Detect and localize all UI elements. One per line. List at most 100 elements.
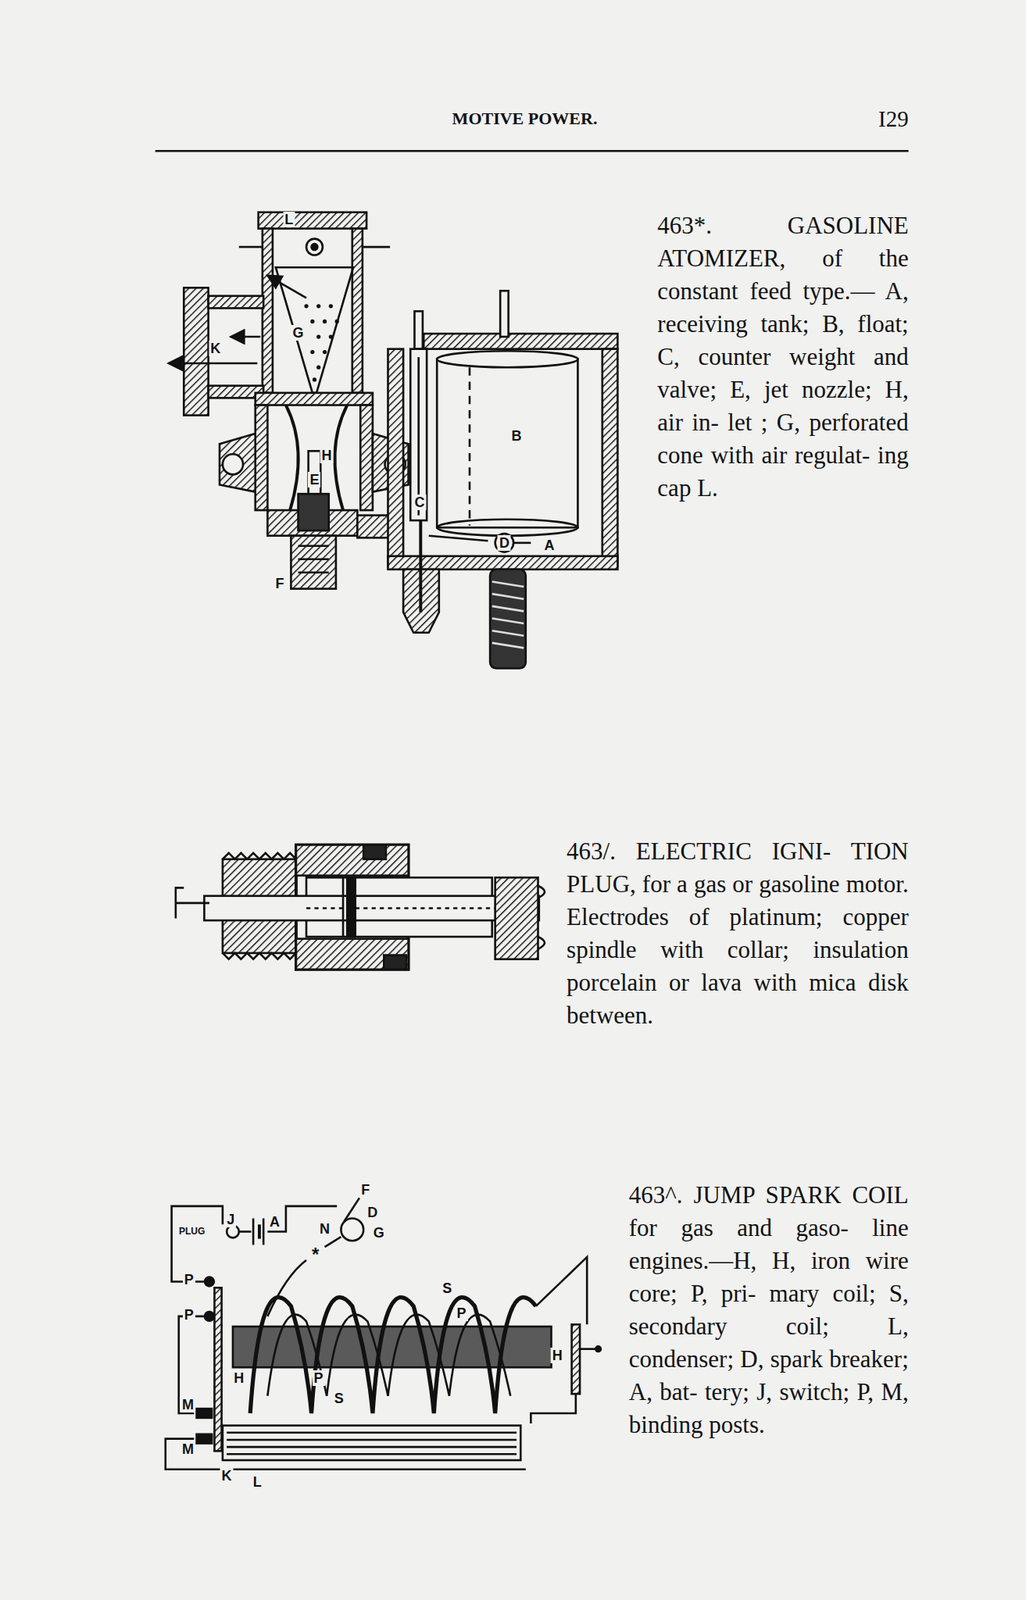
jump-spark-coil-drawing-part (203, 1276, 215, 1287)
part-letter: J (225, 1211, 236, 1228)
atomizer-drawing-part (303, 303, 339, 382)
atomizer-drawing-part (311, 243, 319, 251)
jump-spark-coil-drawing-part (222, 1426, 521, 1461)
atomizer-drawing-part (468, 367, 472, 526)
part-letter: N (318, 1221, 332, 1237)
atomizer-drawing-part (423, 333, 618, 350)
atomizer-drawing-part (255, 393, 373, 406)
jump-spark-coil-drawing-part (257, 1224, 261, 1239)
atomizer-drawing-part-part (328, 303, 333, 308)
atomizer-drawing-part (357, 515, 390, 539)
spark-gap-mark: * (310, 1246, 321, 1264)
atomizer-drawing-part (267, 275, 307, 299)
part-letter: F (273, 575, 286, 592)
part-letter: A (268, 1214, 282, 1230)
ignition-plug-drawing-part (203, 896, 539, 921)
part-letter: P (312, 1370, 326, 1387)
atomizer-drawing-part-part (322, 319, 327, 324)
atomizer-drawing-part (417, 357, 420, 515)
part-letter: H (320, 447, 334, 464)
ignition-plug-drawing-part (306, 907, 496, 910)
jump-spark-coil-drawing-part (171, 1206, 223, 1283)
figure-caption: 463/. ELECTRIC IGNI- TION PLUG, for a ga… (566, 835, 909, 1033)
ignition-plug-drawing-part (383, 955, 407, 970)
atomizer-drawing-part-part (316, 334, 321, 339)
atomizer-drawing-part (306, 239, 323, 256)
jump-spark-coil-drawing-part (267, 1260, 307, 1317)
atomizer-drawing-part (500, 290, 508, 337)
part-letter: M (180, 1397, 196, 1413)
part-letter: L (282, 211, 295, 228)
atomizer-drawing-part (495, 533, 515, 553)
jump-spark-coil-drawing-part (536, 1257, 587, 1325)
atomizer-drawing-part (298, 557, 329, 561)
page-number: I29 (878, 105, 909, 132)
atomizer-drawing-part (489, 569, 526, 669)
ignition-plug-drawing-part (363, 844, 387, 859)
jump-spark-coil-drawing-part (196, 1408, 213, 1419)
part-letter: E (307, 471, 321, 488)
jump-spark-coil-drawing-part (214, 1287, 222, 1452)
jump-spark-coil-drawing-part (250, 1297, 537, 1414)
part-letter: G (290, 325, 305, 341)
atomizer-drawing-part-part (328, 334, 333, 339)
part-letter: G (371, 1225, 387, 1241)
atomizer-drawing-part (208, 296, 265, 309)
part-letter: S (440, 1280, 454, 1297)
atomizer-drawing-part-part (303, 303, 308, 308)
jump-spark-coil-drawing-part (595, 1346, 602, 1353)
atomizer-drawing-part (428, 536, 489, 542)
jump-spark-coil-drawing-part (530, 1394, 576, 1424)
ignition-plug-drawing-part (222, 953, 297, 960)
jump-spark-coil-drawing-part (262, 1219, 265, 1246)
part-letter: H (550, 1347, 565, 1364)
atomizer-drawing-part (168, 362, 258, 365)
atomizer-drawing-part (298, 544, 329, 547)
part-letter: M (180, 1441, 196, 1458)
atomizer-drawing-part (222, 454, 244, 475)
header-rule-part (155, 150, 909, 153)
jump-spark-coil-drawing-part (252, 1219, 255, 1246)
ignition-plug-drawing-part (296, 844, 409, 876)
terminal-label: PLUG (177, 1226, 207, 1237)
atomizer-drawing-part (436, 350, 578, 368)
atomizer-drawing-part (492, 581, 524, 648)
atomizer-drawing-part (602, 349, 619, 567)
part-letter: P (182, 1272, 196, 1288)
jump-spark-coil-drawing-part (196, 1433, 213, 1445)
jump-spark-coil-drawing-part (267, 1315, 511, 1397)
atomizer-drawing-part-part (316, 365, 321, 370)
atomizer-drawing-part-part (322, 350, 327, 354)
running-head: MOTIVE POWER. (452, 108, 598, 129)
part-letter: A (542, 537, 556, 554)
jump-spark-coil-drawing-part (571, 1324, 580, 1395)
jump-spark-coil-drawing-part (165, 1439, 526, 1470)
jump-spark-coil-drawing-part (226, 1453, 517, 1456)
atomizer-drawing-part (388, 349, 404, 567)
part-letter: H (232, 1370, 246, 1387)
atomizer-drawing-part (418, 520, 422, 613)
part-letter: P (455, 1305, 469, 1322)
ignition-plug-drawing-part (175, 887, 210, 919)
ignition-plug-drawing-part (538, 886, 545, 950)
part-letter: C (412, 494, 426, 511)
atomizer-drawing-part (414, 311, 422, 349)
atomizer-drawing-part (388, 556, 619, 570)
atomizer-drawing-part (290, 536, 336, 590)
ignition-plug-drawing-part (222, 853, 297, 860)
atomizer-drawing-part (219, 433, 256, 492)
atomizer-drawing-part (230, 336, 261, 339)
part-letter: P (182, 1307, 196, 1323)
atomizer-drawing-part (352, 228, 363, 394)
jump-spark-coil-drawing (165, 1197, 602, 1470)
atomizer-drawing-part (362, 246, 390, 249)
atomizer-drawing-part-part (312, 377, 317, 382)
atomizer-drawing-part (513, 542, 531, 545)
atomizer-drawing-part (183, 287, 208, 415)
atomizer-drawing-part (239, 246, 263, 249)
atomizer-drawing-part (360, 405, 373, 512)
part-letter: L (251, 1474, 264, 1491)
jump-spark-coil-drawing-part (340, 1219, 364, 1242)
ignition-plug-drawing-part (495, 877, 539, 959)
